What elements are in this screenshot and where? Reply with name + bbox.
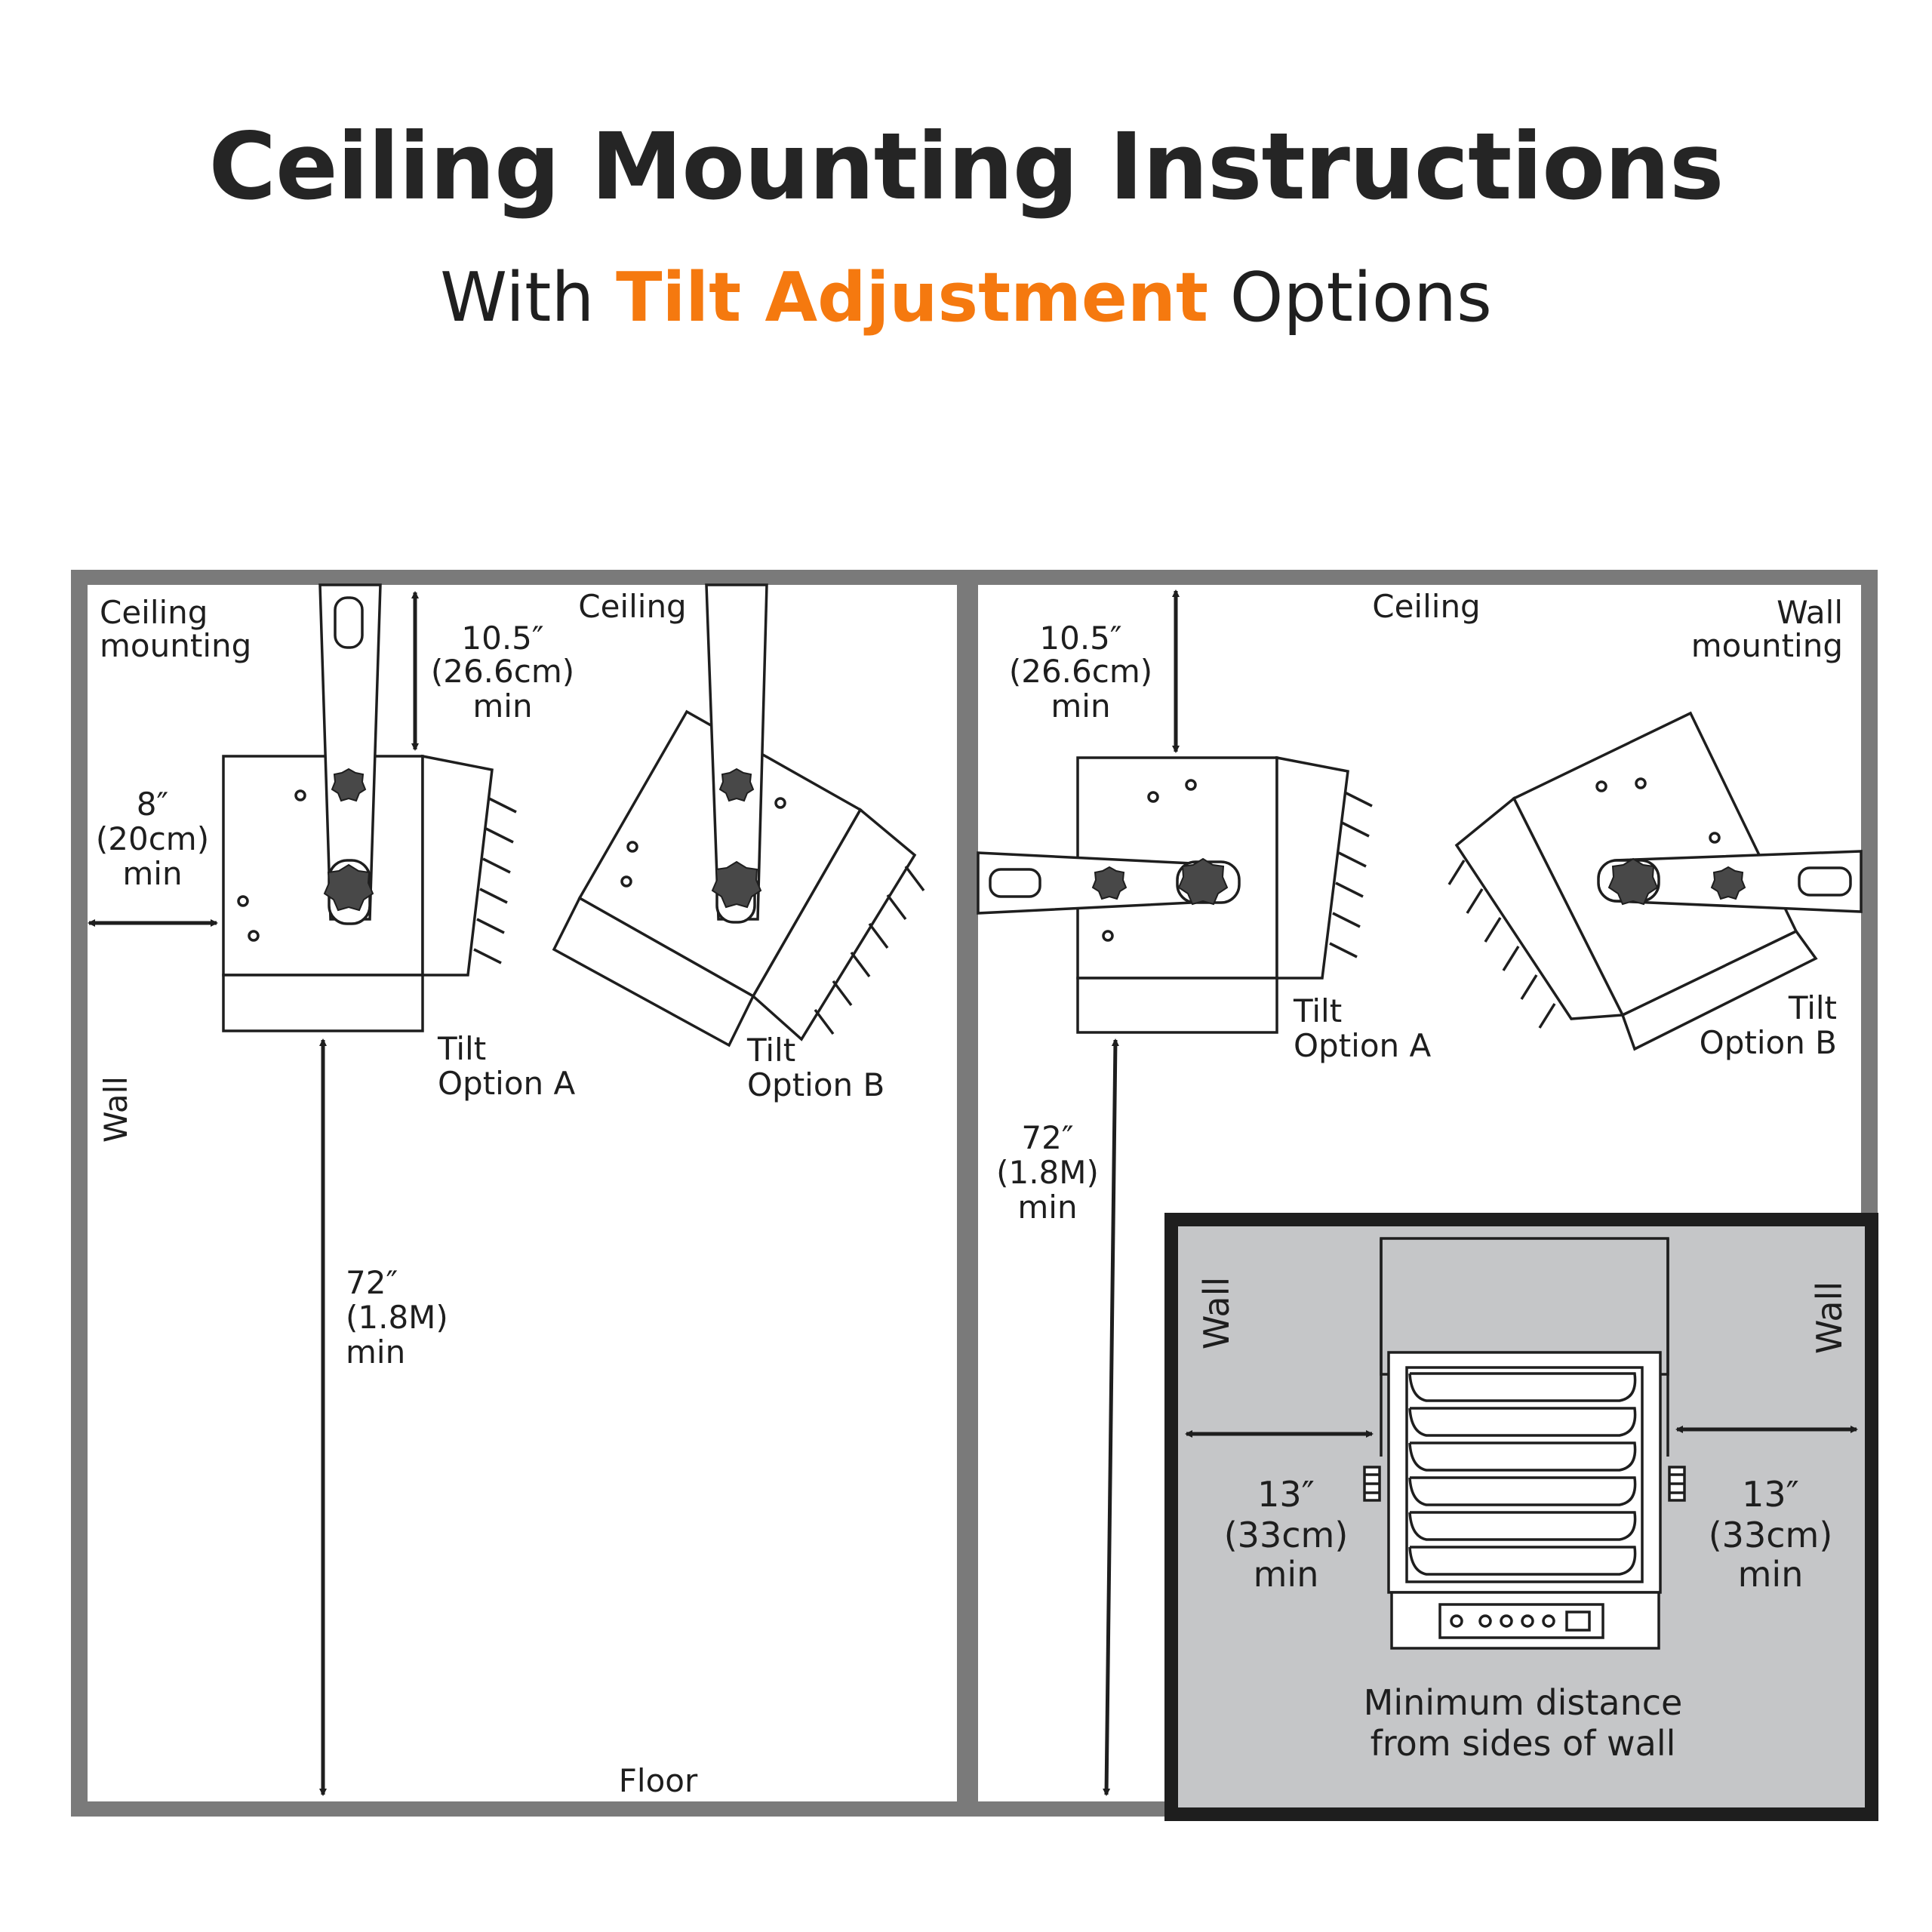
vent-lines xyxy=(1447,860,1556,1029)
left-panel: Ceiling mounting Ceiling 10.5″ (26.6cm) … xyxy=(88,583,925,1799)
inset-caption-2: from sides of wall xyxy=(1371,1723,1676,1764)
inset-wall-right: Wall xyxy=(1809,1281,1850,1354)
subtitle-suffix: Options xyxy=(1229,258,1492,337)
ceiling-mounting-label-2: mounting xyxy=(100,627,251,664)
page-title: Ceiling Mounting Instructions xyxy=(208,113,1724,220)
inset-caption-1: Minimum distance xyxy=(1364,1682,1683,1723)
floor-label: Floor xyxy=(619,1762,698,1799)
right-clearance-inch: 13″ xyxy=(1742,1474,1799,1515)
vent-lines xyxy=(1329,791,1373,958)
mount-bracket xyxy=(318,583,382,921)
top-clearance-inch: 10.5″ xyxy=(1039,620,1121,657)
wall-clearance-cm: (20cm) xyxy=(96,820,209,857)
option-b-label-1: Tilt xyxy=(746,1032,795,1069)
vent-lines xyxy=(473,797,517,964)
top-clearance-cm: (26.6cm) xyxy=(1009,653,1152,690)
floor-clearance-min: min xyxy=(346,1334,405,1371)
top-clearance-cm: (26.6cm) xyxy=(431,653,574,690)
option-b-label-1: Tilt xyxy=(1788,989,1837,1026)
vent-lines xyxy=(814,865,925,1035)
option-a-label-2: Option A xyxy=(1294,1027,1432,1064)
heater-wall-option-b xyxy=(1447,711,1863,1051)
left-clearance-cm: (33cm) xyxy=(1224,1515,1349,1555)
subtitle-accent: Tilt Adjustment xyxy=(616,258,1209,337)
wall-clearance-min: min xyxy=(122,855,182,892)
right-clearance-min: min xyxy=(1738,1554,1804,1595)
floor-clearance-arrow xyxy=(1103,1038,1119,1796)
heater-ceiling-option-b xyxy=(552,583,925,1048)
option-b-label-2: Option B xyxy=(747,1066,884,1103)
louvers xyxy=(1408,1372,1637,1576)
side-clearance-inset: Wall Wall 13″ (33cm) min 13″ (33cm) min … xyxy=(1164,1213,1878,1821)
heater-wall-option-a xyxy=(977,755,1373,1034)
floor-clearance-m: (1.8M) xyxy=(346,1299,448,1336)
option-b-label-2: Option B xyxy=(1700,1024,1837,1061)
floor-clearance-inch: 72″ xyxy=(1021,1119,1073,1156)
floor-clearance-m: (1.8M) xyxy=(996,1154,1099,1191)
right-panel: Ceiling Wall mounting 10.5″ (26.6cm) min… xyxy=(977,588,1863,1796)
inset-wall-left: Wall xyxy=(1196,1277,1237,1349)
wall-mounting-label-1: Wall xyxy=(1777,594,1843,631)
top-clearance-inch: 10.5″ xyxy=(461,620,543,657)
ceiling-label: Ceiling xyxy=(578,588,686,625)
wall-label: Wall xyxy=(97,1076,134,1143)
mount-bracket xyxy=(705,583,768,921)
top-clearance-min: min xyxy=(1051,688,1110,724)
option-a-label-1: Tilt xyxy=(437,1030,486,1067)
side-knob xyxy=(1363,1466,1381,1502)
left-clearance-inch: 13″ xyxy=(1257,1474,1315,1515)
wall-clearance-inch: 8″ xyxy=(137,786,168,823)
floor-clearance-inch: 72″ xyxy=(346,1264,398,1301)
side-knob xyxy=(1668,1466,1686,1502)
option-a-label-2: Option A xyxy=(438,1065,576,1102)
ceiling-mounting-label-1: Ceiling xyxy=(100,594,208,631)
top-clearance-min: min xyxy=(472,688,532,724)
right-clearance-cm: (33cm) xyxy=(1709,1515,1833,1555)
option-a-label-1: Tilt xyxy=(1293,992,1342,1029)
subtitle-prefix: With xyxy=(440,258,595,337)
heater-ceiling-option-a xyxy=(222,583,517,1032)
left-clearance-min: min xyxy=(1254,1554,1319,1595)
page-subtitle: With Tilt Adjustment Options xyxy=(0,258,1932,337)
ceiling-label: Ceiling xyxy=(1372,588,1480,625)
wall-mounting-label-2: mounting xyxy=(1691,627,1843,664)
floor-clearance-min: min xyxy=(1017,1189,1077,1226)
control-panel xyxy=(1438,1603,1604,1639)
heater-front xyxy=(1363,1351,1686,1650)
left-panel-bg xyxy=(88,585,957,1801)
